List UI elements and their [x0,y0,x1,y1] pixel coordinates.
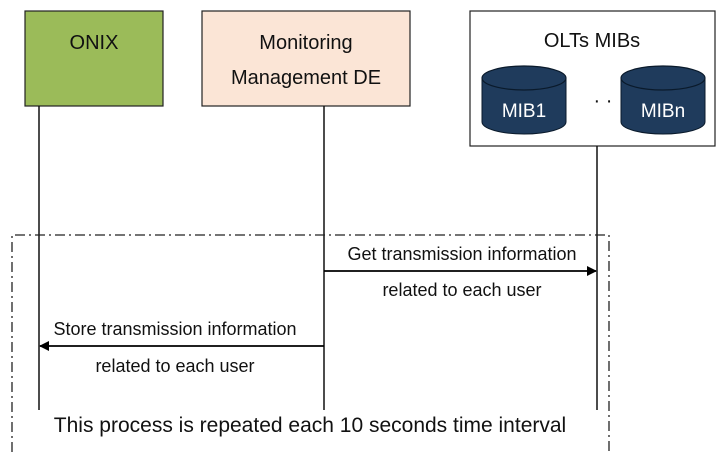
olts-mibs-actor: OLTs MIBs MIB1 · · MIBn [469,10,716,147]
store-transmission-label-line1: Store transmission information [53,319,296,339]
monitoring-box [201,10,411,107]
onix-label: ONIX [70,32,119,54]
store-transmission-message: Store transmission information related t… [39,319,324,376]
olts-mibs-title: OLTs MIBs [544,30,640,52]
mib1-database-icon: MIB1 [481,65,567,135]
get-transmission-label-line2: related to each user [382,280,541,300]
mibn-label: MIBn [641,101,685,122]
store-transmission-label-line2: related to each user [95,356,254,376]
onix-actor: ONIX [24,10,164,107]
get-transmission-message: Get transmission information related to … [324,244,597,300]
monitoring-label-line1: Monitoring [259,32,352,54]
monitoring-label-line2: Management DE [231,67,381,89]
mib1-label: MIB1 [502,101,546,122]
get-transmission-label-line1: Get transmission information [347,244,576,264]
loop-caption: This process is repeated each 10 seconds… [54,414,566,437]
mibn-database-icon: MIBn [620,65,706,135]
mib-ellipsis: · · [594,90,613,112]
onix-box [24,10,164,107]
monitoring-actor: Monitoring Management DE [201,10,411,107]
loop-frame [11,234,610,452]
